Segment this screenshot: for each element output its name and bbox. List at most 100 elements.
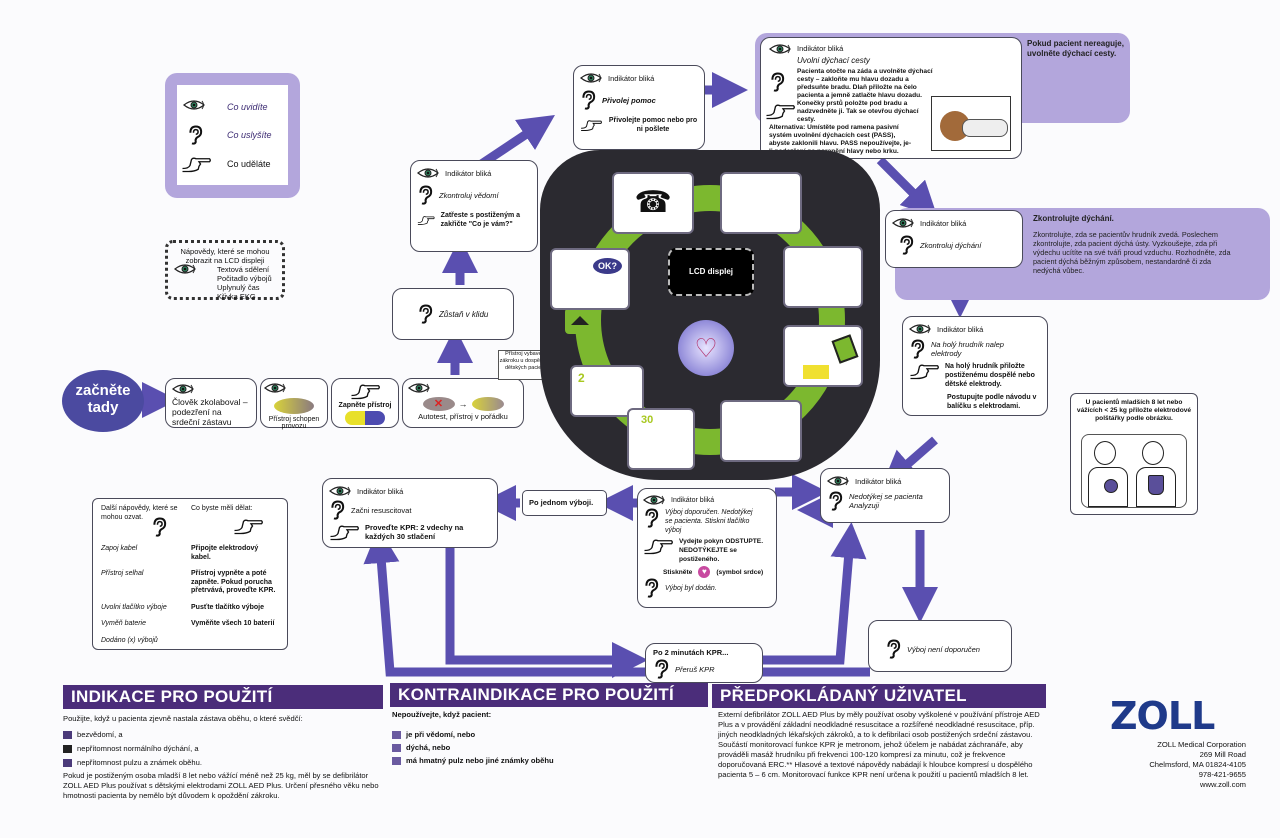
intended-user-header: PŘEDPOKLÁDANÝ UŽIVATEL [712, 684, 1046, 708]
ear-icon [417, 185, 433, 205]
zoll-web-link[interactable]: www.zoll.com [1200, 780, 1246, 789]
after-one-shock-label: Po jednom výboji. [522, 490, 607, 516]
ear-icon [653, 659, 669, 679]
eye-icon [580, 72, 602, 84]
hand-icon [643, 537, 673, 555]
tile-stand-clear [720, 400, 802, 462]
tile-attach-pads [783, 325, 863, 387]
hand-icon [417, 211, 435, 229]
other-prompts-col1-header: Další nápovědy, které se mohou ozvat. [101, 505, 178, 521]
eye-icon [892, 217, 914, 229]
shock-do: Vydejte pokyn ODSTUPTE. NEDOTÝKEJTE se p… [679, 538, 764, 563]
zoll-logo: ZOLL [1110, 694, 1215, 738]
zoll-company: ZOLL Medical Corporation [1157, 740, 1246, 749]
hand-icon [233, 517, 263, 535]
table-row: Dodáno (x) výbojů [101, 637, 279, 646]
legend-panel: Co uvidíte Co uslyšíte Co uděláte [165, 73, 300, 198]
power-button-icon[interactable] [345, 411, 385, 425]
prompt-cell: Uvolni tlačítko výboje [101, 603, 167, 611]
step-check-breathing: Indikátor bliká Zkontroluj dýchání [885, 210, 1023, 268]
front-pad-icon [1104, 479, 1118, 493]
table-row: Zapoj kabel Připojte elektrodový kabel. [101, 545, 279, 562]
cpr-hear: Začni resuscitovat [351, 505, 412, 515]
other-prompts-table: Další nápovědy, které se mohou ozvat. Co… [92, 498, 288, 650]
indications-header: INDIKACE PRO POUŽITÍ [63, 685, 383, 709]
legend-hear: Co uslyšíte [227, 130, 272, 140]
breathing-see: Indikátor bliká [920, 218, 967, 228]
ear-icon [187, 125, 203, 145]
head-tilt-illustration [931, 96, 1011, 151]
lcd-hint-item: Křivka EKG [217, 292, 256, 301]
lcd-hint-item: Uplynulý čas [217, 283, 260, 292]
tile-chest-compressions: 30 [627, 408, 695, 470]
indications-footer: Pokud je postiženým osoba mladší 8 let n… [63, 771, 379, 800]
intended-user-body: Externí defibrilátor ZOLL AED Plus by mě… [718, 710, 1040, 779]
breathing-note-title: Zkontrolujte dýchání. [1033, 214, 1114, 223]
prompt-cell: Přístroj selhal [101, 570, 144, 577]
step-call-help: Indikátor bliká Přivolej pomoc Přivolejt… [573, 65, 705, 150]
analyze-see: Indikátor bliká [855, 476, 902, 486]
selftest-fail-icon: ✕ [422, 397, 455, 411]
lcd-hint-item: Počitadlo výbojů [217, 274, 272, 283]
tile-open-airway [720, 172, 802, 234]
analyze-hear: Nedotýkej se pacienta Analyzuji [849, 492, 923, 510]
table-row: Uvolni tlačítko výboje Pusťte tlačítko vý… [101, 604, 279, 613]
shock-hear: Výboj doporučen. Nedotýkej se pacienta. … [665, 509, 753, 534]
arrow-to-breathing [876, 156, 938, 218]
contraindication-item: dýchá, nebo [406, 743, 451, 752]
airway-do: Pacienta otočte na záda a uvolněte dýcha… [797, 68, 933, 123]
call-help-do: Přivolejte pomoc nebo pro ni pošlete [608, 117, 698, 133]
shock-see: Indikátor bliká [671, 496, 715, 504]
lcd-hints-title: Nápovědy, které se mohou zobrazit na LCD… [180, 247, 270, 265]
ear-icon [643, 578, 659, 598]
ear-icon [151, 517, 167, 537]
shock-heart-button[interactable]: ♡ [678, 320, 734, 376]
hand-icon [765, 102, 795, 120]
step-after-2-min: Po 2 minutách KPR... Přeruš KPR [645, 643, 763, 683]
indication-item: nepřítomnost normálního dýchání, a [77, 744, 199, 753]
action-cell: Připojte elektrodový kabel. [191, 545, 259, 561]
contraindication-item: má hmatný pulz nebo jiné známky oběhu [406, 756, 554, 765]
indication-item: nepřítomnost pulzu a známek oběhu. [77, 758, 202, 767]
legend-see: Co uvidíte [227, 102, 268, 112]
shock-press: Stiskněte [663, 568, 693, 576]
contraindications-section: Nepoužívejte, když pacient: je při vědom… [392, 710, 702, 766]
prompt-cell: Zapoj kabel [101, 545, 138, 552]
compressions-count: 30 [641, 414, 654, 426]
hand-icon [329, 523, 359, 541]
breaths-count: 2 [578, 371, 585, 385]
device-ready-indicator [274, 398, 314, 414]
arrow-2min-to-analyze [730, 522, 867, 665]
tile-check-responsiveness: OK? [550, 248, 630, 310]
step-stay-calm: Zůstaň v klidu [392, 288, 514, 340]
eye-icon [769, 43, 791, 55]
lcd-display: LCD displej [668, 248, 754, 296]
eye-icon [408, 382, 430, 394]
child-pads-illustration [1081, 434, 1187, 508]
arrow-right-icon: → [458, 399, 468, 409]
indication-item: bezvědomí, a [77, 730, 123, 739]
eye-icon [329, 485, 351, 497]
step-ready: Přístroj schopen provozu [260, 378, 328, 430]
check-resp-see: Indikátor bliká [445, 168, 492, 178]
eye-icon [417, 167, 439, 179]
eye-icon [183, 99, 205, 111]
contraindication-item: je při vědomí, nebo [406, 730, 476, 739]
ear-icon [417, 304, 433, 324]
ear-icon [643, 508, 659, 528]
ear-icon [898, 235, 914, 255]
device-up-button[interactable] [565, 308, 595, 334]
step-airway: Indikátor bliká Uvolni dýchací cesty Pac… [760, 37, 1022, 159]
step-selftest: ✕ → Autotest, přístroj v pořádku [402, 378, 524, 428]
no-shock-hear: Výboj není doporučen [907, 644, 980, 654]
triangle-up-icon [571, 316, 589, 325]
pads-do2: Postupujte podle návodu v balíčku s elek… [947, 394, 1037, 410]
action-cell: Pusťte tlačítko výboje [191, 603, 264, 611]
ear-icon [769, 72, 785, 92]
zoll-phone: 978-421-9655 [1198, 770, 1246, 779]
step-power-on-text: Zapněte přístroj [338, 402, 392, 409]
other-prompts-col2-header: Co byste měli dělat: [191, 505, 253, 512]
